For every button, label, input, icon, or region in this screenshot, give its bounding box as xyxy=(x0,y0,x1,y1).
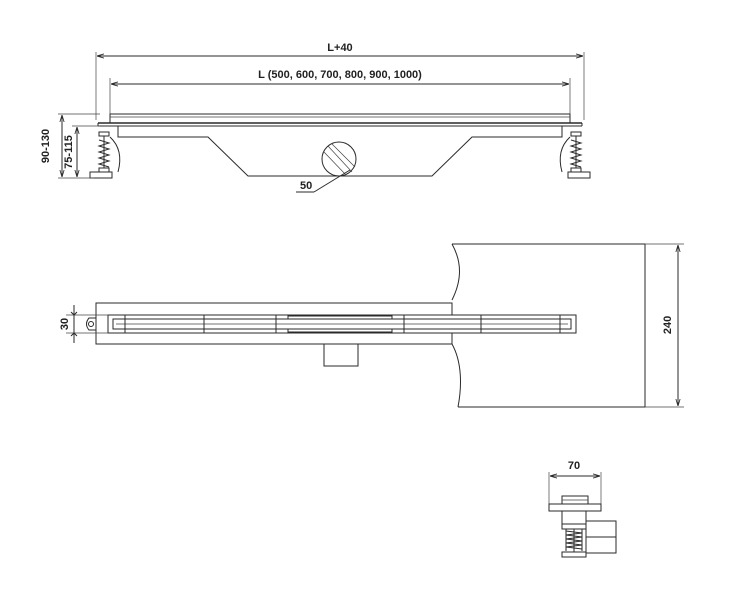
length-options-label: L (500, 600, 700, 800, 900, 1000) xyxy=(258,69,422,81)
floor-section-outline xyxy=(452,243,646,408)
left-adjustable-foot xyxy=(89,131,121,179)
section-foot-base xyxy=(561,551,587,558)
mounting-ear xyxy=(86,317,96,331)
plan-depth-label: 240 xyxy=(662,316,674,334)
plan-view: 30 240 xyxy=(59,243,684,408)
section-channel-body xyxy=(561,511,587,525)
adjust-height-inner-label: 75-115 xyxy=(63,135,75,169)
floor-break-line-top xyxy=(451,243,460,301)
drain-width-label: 30 xyxy=(59,318,71,330)
right-adjustable-foot xyxy=(559,131,591,179)
cross-section-view: 70 xyxy=(548,460,617,558)
section-grate-cap xyxy=(548,503,602,512)
channel-grate-top xyxy=(109,113,571,124)
overall-length-label: L+40 xyxy=(327,42,352,54)
side-elevation-view: L+40 L (500, 600, 700, 800, 900, 1000) 5… xyxy=(40,42,591,193)
outlet-diameter-label: 50 xyxy=(300,180,312,192)
section-width-label: 70 xyxy=(568,460,580,472)
outlet-box-plan xyxy=(323,343,359,367)
outlet-diameter-leader xyxy=(313,169,351,193)
floor-break-line-bottom xyxy=(451,343,461,408)
adjust-height-outer-label: 90-130 xyxy=(40,129,52,163)
